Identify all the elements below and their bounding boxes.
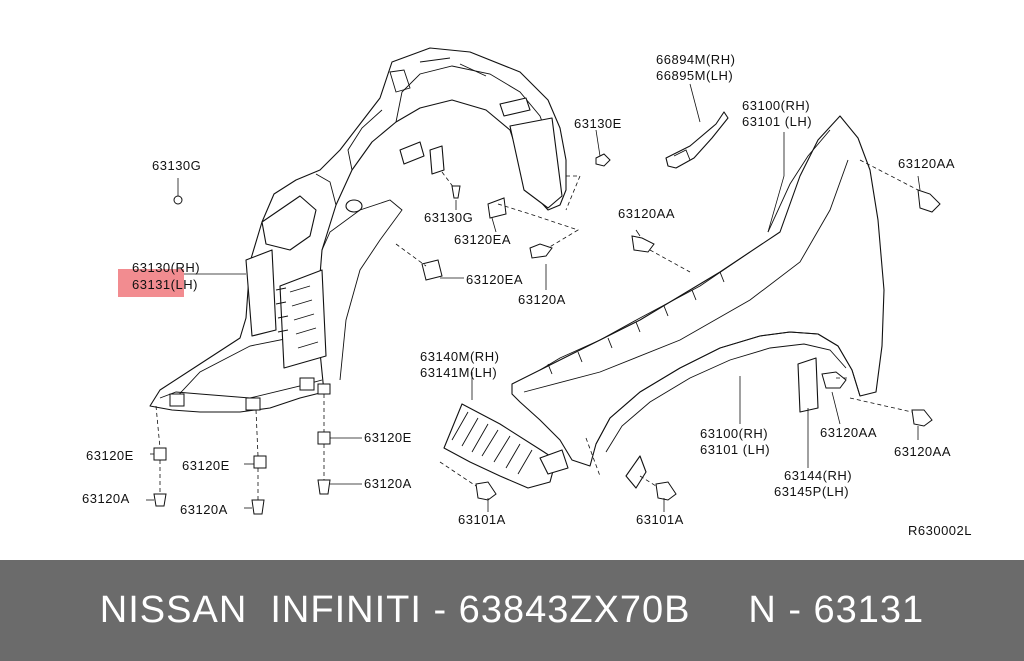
label-63130: 63130(RH) [132, 260, 200, 275]
label-63101a-left: 63101A [458, 512, 506, 527]
label-63140m: 63140M(RH) [420, 349, 499, 364]
fasteners [153, 153, 941, 515]
fender-liner [149, 47, 567, 413]
splash-guard [443, 403, 569, 489]
label-63120a-right: 63120A [364, 476, 412, 491]
label-63120aa-top: 63120AA [898, 156, 955, 171]
label-63101a-right: 63101A [636, 512, 684, 527]
label-63101-top: 63101 (LH) [742, 114, 812, 129]
front-fender [511, 115, 885, 489]
label-63120aa-r2: 63120AA [894, 444, 951, 459]
label-63100-top: 63100(RH) [742, 98, 810, 113]
fender-bracket [665, 111, 729, 169]
label-63131: 63131(LH) [132, 277, 198, 292]
label-63144: 63144(RH) [784, 468, 852, 483]
label-63130g-left: 63130G [152, 158, 201, 173]
label-63141m: 63141M(LH) [420, 365, 497, 380]
footer-bar: NISSAN INFINITI - 63843ZX70B N - 63131 [0, 560, 1024, 661]
label-63120ea-mid: 63120EA [466, 272, 523, 287]
label-66895m: 66895M(LH) [656, 68, 733, 83]
reference-code: R630002L [908, 523, 972, 538]
label-63101-bot: 63101 (LH) [700, 442, 770, 457]
part-labels: 66894M(RH) 66895M(LH) 63100(RH) 63101 (L… [82, 52, 972, 538]
leader-lines [146, 83, 921, 512]
label-63120a-bottom: 63120A [180, 502, 228, 517]
label-63120e-right: 63120E [364, 430, 412, 445]
label-63120a-left: 63120A [82, 491, 130, 506]
label-66894m: 66894M(RH) [656, 52, 735, 67]
label-63130e: 63130E [574, 116, 622, 131]
label-63130g-mid: 63130G [424, 210, 473, 225]
parts-diagram: 66894M(RH) 66895M(LH) 63100(RH) 63101 (L… [82, 47, 972, 538]
label-63145p: 63145P(LH) [774, 484, 849, 499]
label-63120e-left: 63120E [86, 448, 134, 463]
label-63120aa-mid: 63120AA [618, 206, 675, 221]
label-63100-bot: 63100(RH) [700, 426, 768, 441]
label-63120a-mid: 63120A [518, 292, 566, 307]
highlight-box [118, 269, 184, 297]
footer-part-number: NISSAN INFINITI - 63843ZX70B N - 63131 [99, 589, 925, 631]
label-63120aa-r1: 63120AA [820, 425, 877, 440]
label-63120ea-top: 63120EA [454, 232, 511, 247]
label-63120e-mid: 63120E [182, 458, 230, 473]
